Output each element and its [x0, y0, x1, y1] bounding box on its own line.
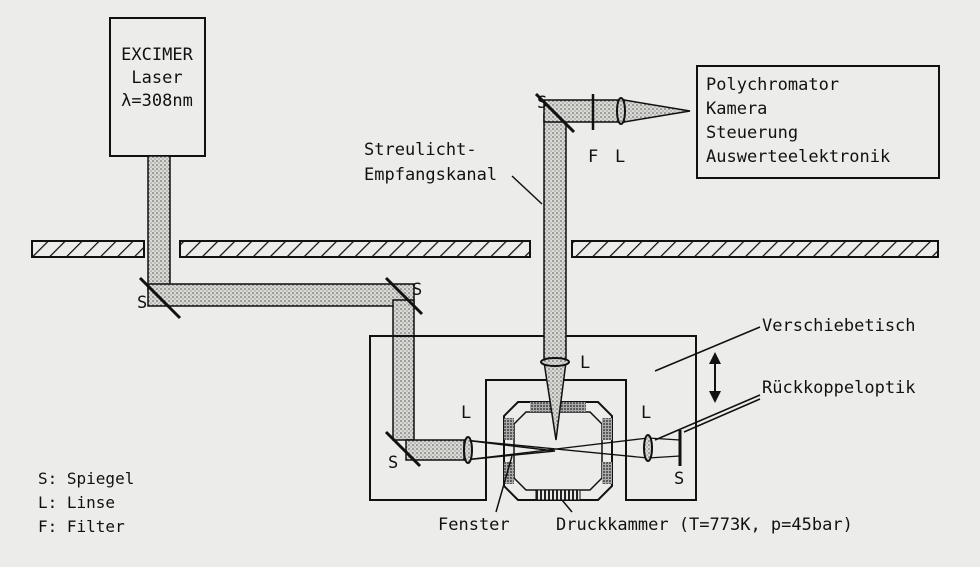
filter-label: F: [588, 147, 598, 167]
mirror-1-label: S: [137, 293, 147, 313]
legend-spiegel: S: Spiegel: [38, 469, 134, 488]
scatter-receiving-channel: L: [540, 99, 691, 441]
mirror-receive-label: S: [537, 93, 547, 113]
lens-input-label: L: [461, 403, 471, 423]
legend: S: Spiegel L: Linse F: Filter: [38, 469, 134, 536]
legend-linse: L: Linse: [38, 493, 115, 512]
excimer-laser: EXCIMER Laser λ=308nm: [109, 17, 206, 157]
detector-label-4: Auswerteelektronik: [706, 147, 890, 167]
laser-label-2: Laser: [131, 68, 182, 88]
mirror-3: S: [384, 430, 422, 473]
detector-label-1: Polychromator: [706, 75, 839, 95]
mirror-1: S: [137, 276, 182, 320]
mirror-2: S: [384, 276, 424, 316]
mirror-3-label: S: [388, 453, 398, 473]
legend-filter: F: Filter: [38, 517, 125, 536]
focused-beams: [463, 437, 681, 461]
lens-detector: L: [615, 97, 626, 167]
mirror-receive: S: [534, 92, 576, 134]
streulicht-label-1: Streulicht-: [364, 140, 477, 160]
lens-receive-label: L: [580, 353, 590, 373]
detector-electronics: Polychromator Kamera Steuerung Auswertee…: [696, 65, 940, 179]
druckkammer-label: Druckkammer (T=773K, p=45bar): [556, 515, 853, 535]
wall-hatched-bar: [31, 240, 939, 258]
lens-detector-label: L: [615, 147, 625, 167]
feedback-mirror: S: [674, 430, 684, 489]
feedback-mirror-label: S: [674, 469, 684, 489]
laser-label-3: λ=308nm: [121, 91, 193, 111]
lens-feedback-label: L: [641, 403, 651, 423]
pressure-chamber: [503, 401, 613, 501]
fenster-label: Fenster: [438, 515, 510, 535]
rueckkoppeloptik-label: Rückkoppeloptik: [762, 378, 916, 398]
verschiebetisch-label: Verschiebetisch: [762, 316, 916, 336]
detector-label-2: Kamera: [706, 99, 767, 119]
translation-stage: Verschiebetisch: [369, 316, 916, 501]
lens-feedback: L: [641, 403, 653, 462]
filter: F: [588, 94, 598, 167]
detector-label-3: Steuerung: [706, 123, 798, 143]
mirror-2-label: S: [412, 280, 422, 300]
streulicht-label-2: Empfangskanal: [364, 165, 497, 185]
lens-input: L: [461, 403, 473, 464]
laser-label-1: EXCIMER: [121, 45, 193, 65]
